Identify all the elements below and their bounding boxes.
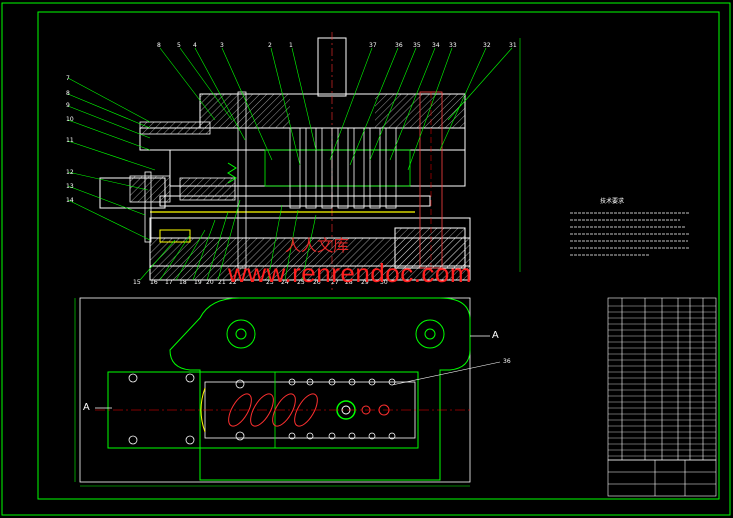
balloon-top-2: 2 bbox=[268, 42, 272, 49]
balloon-top-37: 37 bbox=[369, 42, 377, 49]
balloon-bottom-16: 16 bbox=[150, 279, 158, 286]
watermark-url: www.renrendoc.com bbox=[228, 258, 473, 288]
watermark-secondary: 人人文库 bbox=[285, 238, 350, 255]
balloon-left-12: 12 bbox=[66, 169, 74, 176]
balloon-top-3: 3 bbox=[220, 42, 224, 49]
parts-list-table bbox=[607, 297, 717, 461]
parts-list-rows bbox=[608, 305, 716, 457]
section-view bbox=[99, 32, 521, 290]
balloon-left-9: 9 bbox=[66, 102, 70, 109]
balloon-bottom-21: 21 bbox=[218, 279, 226, 286]
balloon-left-14: 14 bbox=[66, 197, 74, 204]
balloon-left-13: 13 bbox=[66, 183, 74, 190]
balloon-bottom-15: 15 bbox=[133, 279, 141, 286]
balloon-bottom-26: 26 bbox=[313, 279, 321, 286]
balloon-numbers-left: 7 8 9 10 11 12 13 14 bbox=[66, 75, 74, 204]
balloon-bottom-28: 28 bbox=[345, 279, 353, 286]
drawing-frame bbox=[37, 11, 720, 500]
balloon-bottom-30: 30 bbox=[380, 279, 388, 286]
section-label-right: A bbox=[492, 330, 499, 341]
balloon-left-10: 10 bbox=[66, 116, 74, 123]
balloon-left-8: 8 bbox=[66, 90, 70, 97]
section-label-left: A bbox=[83, 402, 90, 413]
balloon-bottom-24: 24 bbox=[281, 279, 289, 286]
balloon-top-5: 5 bbox=[177, 42, 181, 49]
plan-balloon-36: 36 bbox=[503, 358, 511, 365]
balloon-bottom-22: 22 bbox=[229, 279, 237, 286]
balloon-bottom-18: 18 bbox=[179, 279, 187, 286]
balloon-top-31: 31 bbox=[509, 42, 517, 49]
balloon-bottom-25: 25 bbox=[297, 279, 305, 286]
balloon-bottom-20: 20 bbox=[206, 279, 214, 286]
plan-view bbox=[74, 297, 501, 487]
balloon-left-7: 7 bbox=[66, 75, 70, 82]
balloon-left-11: 11 bbox=[66, 137, 74, 144]
balloon-bottom-17: 17 bbox=[165, 279, 173, 286]
balloon-bottom-19: 19 bbox=[194, 279, 202, 286]
balloon-bottom-27: 27 bbox=[331, 279, 339, 286]
balloon-bottom-23: 23 bbox=[266, 279, 274, 286]
balloon-top-1: 1 bbox=[289, 42, 293, 49]
balloon-top-32: 32 bbox=[483, 42, 491, 49]
tech-requirements-block bbox=[570, 212, 690, 256]
balloon-top-33: 33 bbox=[449, 42, 457, 49]
balloon-top-35: 35 bbox=[413, 42, 421, 49]
balloon-top-36: 36 bbox=[395, 42, 403, 49]
balloon-top-34: 34 bbox=[432, 42, 440, 49]
title-block bbox=[607, 459, 717, 497]
tech-requirements-title: 技术要求 bbox=[600, 197, 624, 205]
balloon-top-4: 4 bbox=[193, 42, 197, 49]
balloon-bottom-29: 29 bbox=[361, 279, 369, 286]
leader-lines bbox=[67, 47, 513, 281]
balloon-top-8: 8 bbox=[157, 42, 161, 49]
